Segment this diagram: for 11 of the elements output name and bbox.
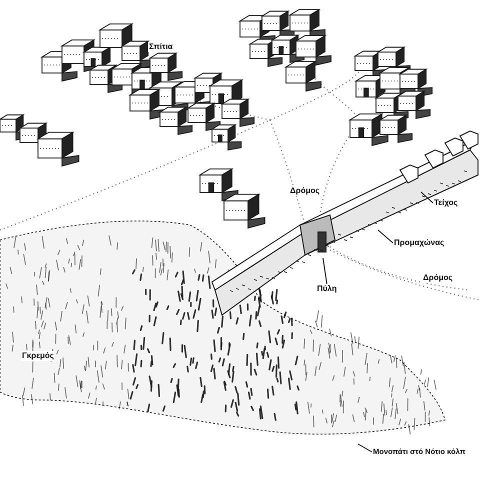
map-label: Σπίτια [148,42,174,52]
map-label: Γκρεμός [21,351,55,361]
map-label: Δρόμος [422,273,454,283]
callout-label: Τείχος [433,198,459,208]
leader-line [322,258,328,284]
map-label: Δρόμος [289,186,321,196]
callout-label: Πύλη [316,284,338,294]
leader-line [378,230,394,244]
leader-line [420,192,434,204]
leader-line [358,444,372,452]
callout-label: Προμαχώνας [393,238,446,248]
